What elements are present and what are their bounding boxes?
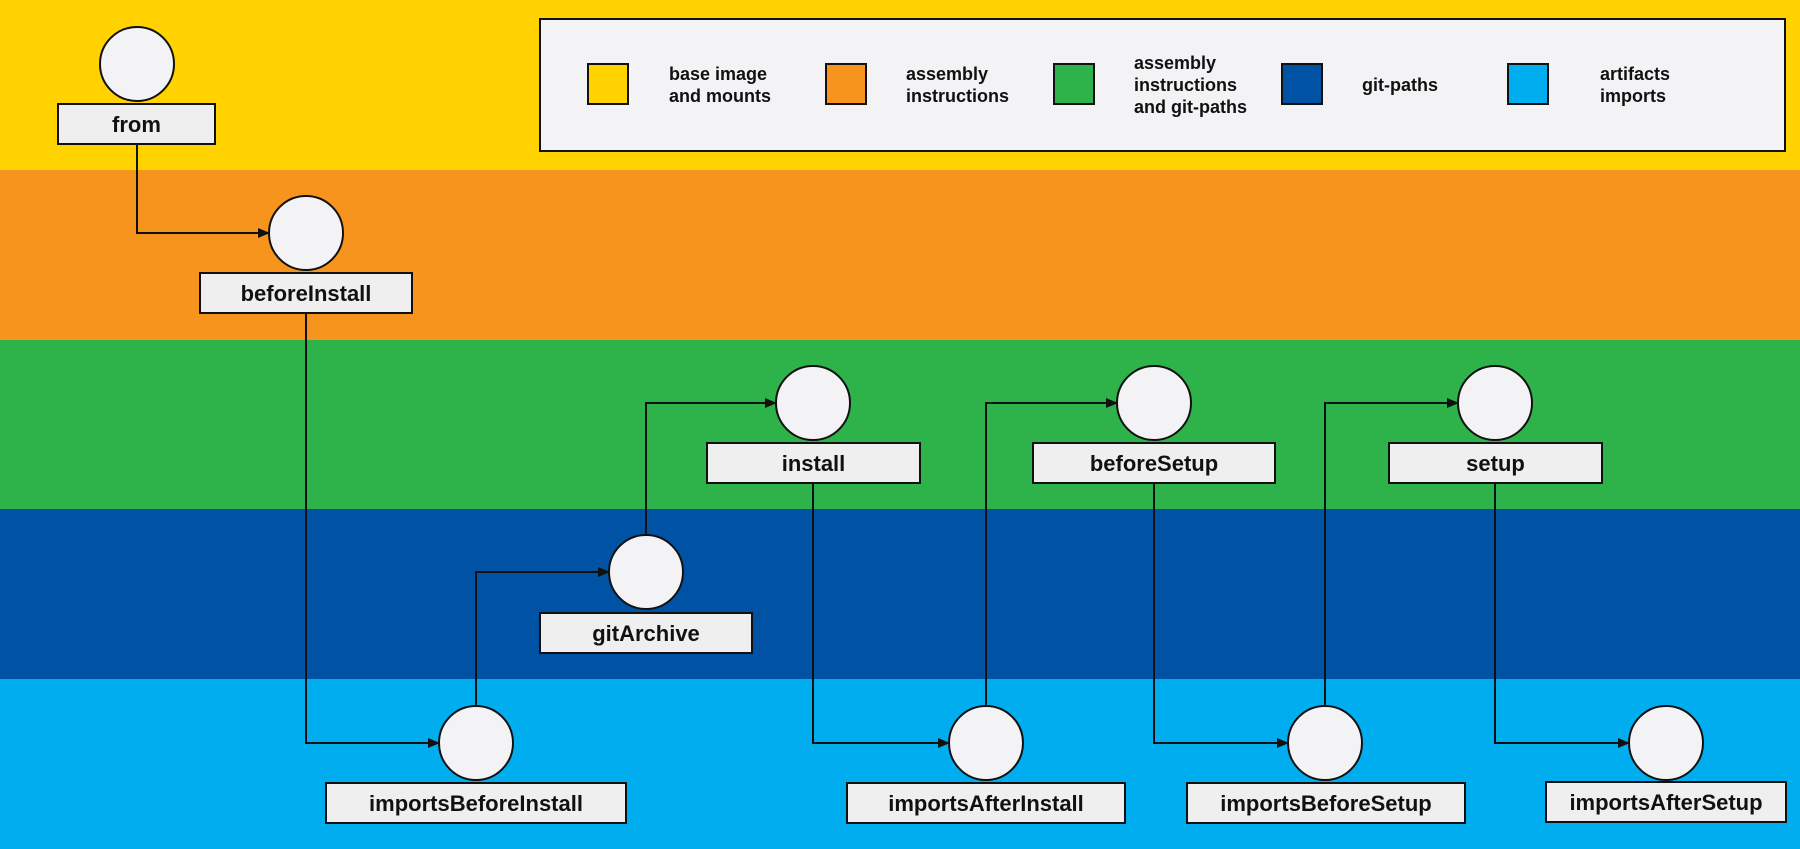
stage-label-box [1186,782,1466,824]
legend-swatch [1507,63,1549,105]
edge-setup-to-importsAfterSetup [1494,483,1630,748]
legend-label: base image [669,64,767,84]
stage-node-circle [99,26,175,102]
legend-label: and git-paths [1134,97,1247,117]
stage-gitArchive: gitArchive [539,534,753,654]
stage-node-circle [268,195,344,271]
edge-beforeInstall-to-importsBeforeInstall [305,313,440,748]
stage-label: setup [1466,451,1525,476]
edge-install-to-importsAfterInstall [812,483,950,748]
stage-setup: setup [1388,365,1603,484]
stage-node-circle [1628,705,1704,781]
stage-label: importsBeforeInstall [369,791,583,816]
stage-node-circle [1116,365,1192,441]
stage-label: beforeSetup [1090,451,1218,476]
stage-label: importsAfterInstall [888,791,1084,816]
stage-beforeInstall: beforeInstall [199,195,413,314]
legend-label: assembly [906,64,988,84]
stage-install: install [706,365,921,484]
stage-label: importsAfterSetup [1569,790,1762,815]
band-assembly-instructions [0,170,1800,340]
legend-box [539,18,1786,152]
stage-label-box [57,103,216,145]
stage-node-circle [775,365,851,441]
stage-node-circle [438,705,514,781]
stage-label-box [1032,442,1276,484]
edge-importsBeforeSetup-to-setup [1324,398,1459,706]
stage-label: from [112,112,161,137]
stage-label-box [199,272,413,314]
stage-node-circle [1457,365,1533,441]
legend-label: artifacts [1600,64,1670,84]
stage-label-box [846,782,1126,824]
stage-importsAfterInstall: importsAfterInstall [846,705,1126,824]
stage-label-box [325,782,627,824]
stage-label-box [1545,781,1787,823]
stage-label-box [1388,442,1603,484]
legend-label: git-paths [1362,75,1438,95]
legend-swatch [825,63,867,105]
stage-importsAfterSetup: importsAfterSetup [1545,705,1787,823]
edge-importsBeforeInstall-to-gitArchive [475,567,610,706]
stage-label: gitArchive [592,621,700,646]
stage-importsBeforeSetup: importsBeforeSetup [1186,705,1466,824]
stage-node-circle [948,705,1024,781]
stage-label: beforeInstall [241,281,372,306]
stage-label-box [706,442,921,484]
stage-from: from [57,26,216,145]
stage-node-circle [1287,705,1363,781]
stage-label: importsBeforeSetup [1220,791,1431,816]
legend-label: imports [1600,86,1666,106]
edge-gitArchive-to-install [645,398,777,535]
edge-from-to-beforeInstall [136,144,270,238]
legend-swatch [1053,63,1095,105]
stage-node-circle [608,534,684,610]
band-git-paths [0,509,1800,679]
edge-importsAfterInstall-to-beforeSetup [985,398,1118,706]
stage-label: install [782,451,846,476]
legend-label: instructions [1134,75,1237,95]
stage-label-box [539,612,753,654]
legend-swatch [1281,63,1323,105]
stage-beforeSetup: beforeSetup [1032,365,1276,484]
legend-label: and mounts [669,86,771,106]
legend-swatch [587,63,629,105]
stage-importsBeforeInstall: importsBeforeInstall [325,705,627,824]
edge-beforeSetup-to-importsBeforeSetup [1153,483,1289,748]
legend-label: instructions [906,86,1009,106]
legend-label: assembly [1134,53,1216,73]
